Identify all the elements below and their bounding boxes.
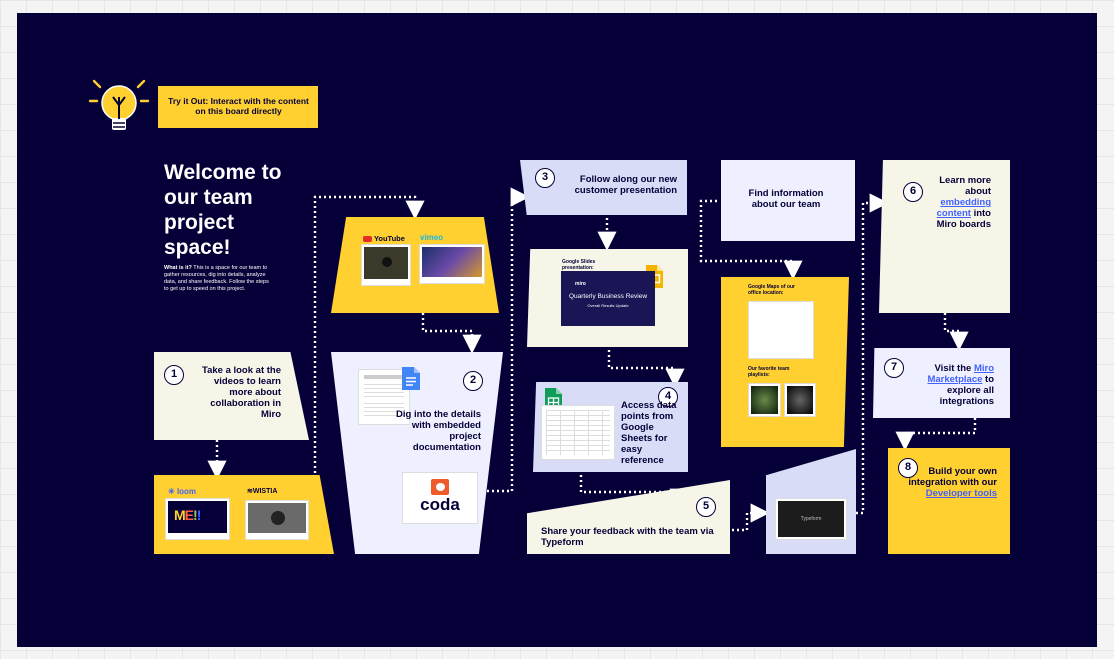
step4-number: 4	[658, 387, 678, 407]
loom-video-thumbnail[interactable]: ME!!	[165, 498, 230, 540]
qbr-title: Quarterly Business Review	[568, 293, 648, 300]
miro-marketplace-link[interactable]: Miro Marketplace	[927, 363, 994, 385]
welcome-description: What is it? This is a space for our team…	[164, 265, 274, 293]
google-docs-icon	[402, 367, 420, 390]
step6-text-post: into Miro boards	[936, 208, 991, 230]
youtube-logo-icon: YouTube	[363, 234, 405, 243]
team-info-card[interactable]	[721, 160, 855, 241]
coda-label: coda	[420, 495, 460, 514]
playlists-caption: Our favorite team playlists:	[748, 366, 790, 378]
step6-text-pre: Learn more about	[939, 175, 991, 197]
google-map-embed[interactable]	[748, 301, 814, 359]
step3-text: Follow along our new customer presentati…	[574, 174, 677, 196]
step3-number: 3	[535, 168, 555, 188]
step1-number: 1	[164, 365, 184, 385]
board-canvas[interactable]: Try it Out: Interact with the content on…	[17, 13, 1097, 647]
step1-text: Take a look at the videos to learn more …	[201, 365, 281, 420]
step8-number: 8	[898, 458, 918, 478]
step6-text: Learn more about embedding content into …	[929, 175, 991, 230]
playlist-thumbnail-1[interactable]	[748, 383, 781, 417]
step7-text: Visit the Miro Marketplace to explore al…	[914, 363, 994, 407]
step6-number: 6	[903, 182, 923, 202]
slides-caption: Google Slides presentation:	[562, 259, 596, 271]
maps-caption: Google Maps of our office location:	[748, 284, 795, 296]
youtube-video-thumbnail[interactable]	[361, 244, 411, 286]
qbr-subtitle: Overall Results Update	[587, 303, 629, 308]
step7-text-post: to explore all integrations	[939, 374, 994, 407]
welcome-description-bold: What is it?	[164, 265, 192, 271]
typeform-label: Typeform	[778, 501, 844, 537]
step6-card[interactable]	[879, 160, 1010, 313]
google-sheets-thumbnail[interactable]	[541, 405, 615, 460]
lightbulb-icon	[88, 79, 150, 130]
vimeo-video-thumbnail[interactable]	[419, 244, 485, 284]
embedding-content-link[interactable]: embedding content	[936, 197, 991, 219]
wistia-label: WISTIA	[252, 488, 278, 495]
welcome-description-text: This is a space for our team to gather r…	[164, 265, 269, 292]
typeform-thumbnail[interactable]: Typeform	[775, 498, 847, 540]
tip-banner[interactable]	[158, 86, 318, 128]
vimeo-logo-icon: vimeo	[420, 233, 444, 242]
step8-text: Build your own integration with our Deve…	[902, 466, 997, 499]
step2-number: 2	[463, 371, 483, 391]
qbr-slide-thumbnail[interactable]: miro Quarterly Business Review Overall R…	[561, 271, 655, 326]
wistia-logo-icon: ≋WISTIA	[247, 488, 278, 495]
tip-text: Try it Out: Interact with the content on…	[168, 96, 309, 116]
playlist-thumbnail-2[interactable]	[784, 383, 816, 417]
youtube-label: YouTube	[373, 234, 405, 243]
step8-text-pre: Build your own integration with our	[908, 466, 997, 488]
coda-embed[interactable]: coda	[402, 472, 478, 524]
step5-number: 5	[696, 497, 716, 517]
step7-text-pre: Visit the	[934, 363, 972, 374]
google-doc-thumbnail[interactable]	[358, 369, 410, 425]
loom-label: loom	[176, 487, 197, 496]
flow-connectors	[207, 187, 977, 532]
miro-logo: miro	[575, 281, 586, 287]
play-icon[interactable]	[271, 511, 285, 525]
step4-text: Access data points from Google Sheets fo…	[621, 400, 677, 466]
step2-text: Dig into the details with embedded proje…	[396, 409, 481, 453]
step5-text: Share your feedback with the team via Ty…	[541, 526, 714, 548]
coda-logo-icon	[431, 479, 449, 495]
page-title: Welcome to our team project space!	[164, 161, 282, 259]
developer-tools-link[interactable]: Developer tools	[925, 488, 997, 499]
loom-logo-icon: ✳ loom	[168, 487, 197, 496]
step7-number: 7	[884, 358, 904, 378]
play-icon[interactable]	[382, 257, 392, 267]
team-info-text: Find information about our team	[748, 188, 824, 210]
wistia-video-thumbnail[interactable]	[245, 500, 309, 540]
